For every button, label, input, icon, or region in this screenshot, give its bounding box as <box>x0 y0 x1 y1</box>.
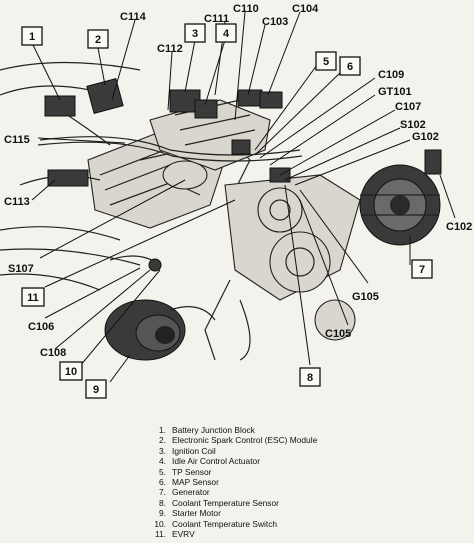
legend-item: 9. Starter Motor <box>148 508 448 518</box>
legend-item-number: 9. <box>159 508 166 519</box>
callout-box-4: 4 <box>215 23 237 43</box>
callout-c109: C109 <box>378 69 404 81</box>
legend-item: 4. Idle Air Control Actuator <box>148 456 448 466</box>
callout-box-8: 8 <box>299 367 321 387</box>
svg-text:4: 4 <box>223 28 230 40</box>
legend-item-number: 5. <box>159 466 166 477</box>
callout-box-10: 10 <box>59 361 83 381</box>
legend-item-text: MAP Sensor <box>172 477 219 488</box>
callout-c110: C110 <box>233 3 259 15</box>
legend-item-number: 6. <box>159 477 166 488</box>
legend-item-text: EVRV <box>172 529 195 540</box>
legend-item: 10. Coolant Temperature Switch <box>148 519 448 529</box>
callout-box-3: 3 <box>184 23 206 43</box>
legend-item: 7. Generator <box>148 487 448 497</box>
legend-item-text: Electronic Spark Control (ESC) Module <box>172 435 318 446</box>
legend-item-text: Starter Motor <box>172 508 221 519</box>
callout-box-7: 7 <box>411 259 433 279</box>
svg-text:2: 2 <box>95 34 101 46</box>
engine-wiring-diagram: 1 2 3 4 5 6 7 8 9 10 11 C114 C111 C110 C… <box>0 3 472 399</box>
callout-c104: C104 <box>292 3 319 15</box>
legend-item-text: Coolant Temperature Switch <box>172 518 278 529</box>
legend-item: 2. Electronic Spark Control (ESC) Module <box>148 435 448 445</box>
legend-item: 11. EVRV <box>148 529 448 539</box>
callout-box-5: 5 <box>315 51 337 71</box>
callout-s107: S107 <box>8 263 34 275</box>
legend-item-text: Coolant Temperature Sensor <box>172 497 279 508</box>
legend-item-number: 7. <box>159 487 166 498</box>
legend-item: 1. Battery Junction Block <box>148 425 448 435</box>
leader-lines <box>31 11 456 383</box>
legend-item-text: TP Sensor <box>172 466 212 477</box>
callout-box-1: 1 <box>21 26 43 46</box>
legend-item-number: 2. <box>159 435 166 446</box>
legend-item-number: 4. <box>159 456 166 467</box>
svg-text:8: 8 <box>307 372 313 384</box>
legend-item: 6. MAP Sensor <box>148 477 448 487</box>
callout-box-11: 11 <box>21 287 45 307</box>
component-legend: 1. Battery Junction Block 2. Electronic Spa… <box>148 425 448 539</box>
legend-item-number: 8. <box>159 497 166 508</box>
svg-text:11: 11 <box>27 292 39 304</box>
legend-item: 3. Ignition Coil <box>148 446 448 456</box>
svg-text:6: 6 <box>347 61 353 73</box>
legend-item-number: 1. <box>159 425 166 435</box>
legend-item-text: Battery Junction Block <box>172 425 255 435</box>
legend-item-text: Generator <box>172 487 210 498</box>
svg-text:7: 7 <box>419 264 425 276</box>
callout-c102: C102 <box>446 221 472 233</box>
legend-item-number: 11. <box>154 529 166 540</box>
callout-c108: C108 <box>40 347 66 359</box>
callout-gt101: GT101 <box>378 86 412 98</box>
svg-text:1: 1 <box>29 31 35 43</box>
engine-drawing <box>0 61 442 361</box>
callout-c112: C112 <box>157 43 183 55</box>
callout-box-6: 6 <box>339 56 361 76</box>
callout-box-9: 9 <box>85 379 107 399</box>
callout-g105: G105 <box>352 291 379 303</box>
legend-item-number: 3. <box>159 445 166 456</box>
svg-text:5: 5 <box>323 56 329 68</box>
svg-text:9: 9 <box>93 384 99 396</box>
callout-g102: G102 <box>412 131 439 143</box>
legend-item-number: 10. <box>154 518 166 529</box>
legend-item: 5. TP Sensor <box>148 467 448 477</box>
callout-box-2: 2 <box>87 29 109 49</box>
callout-c115: C115 <box>4 134 30 146</box>
callout-c103: C103 <box>262 16 288 28</box>
callout-c106: C106 <box>28 321 54 333</box>
svg-text:3: 3 <box>192 28 198 40</box>
callout-c107: C107 <box>395 101 421 113</box>
legend-item-text: Ignition Coil <box>172 445 216 456</box>
callout-s102: S102 <box>400 119 426 131</box>
legend-item-text: Idle Air Control Actuator <box>172 456 260 467</box>
callout-c113: C113 <box>4 196 30 208</box>
legend-item: 8. Coolant Temperature Sensor <box>148 498 448 508</box>
callout-c105: C105 <box>325 328 351 340</box>
svg-text:10: 10 <box>65 366 77 378</box>
callout-c111: C111 <box>204 13 229 25</box>
callout-c114: C114 <box>120 11 147 23</box>
